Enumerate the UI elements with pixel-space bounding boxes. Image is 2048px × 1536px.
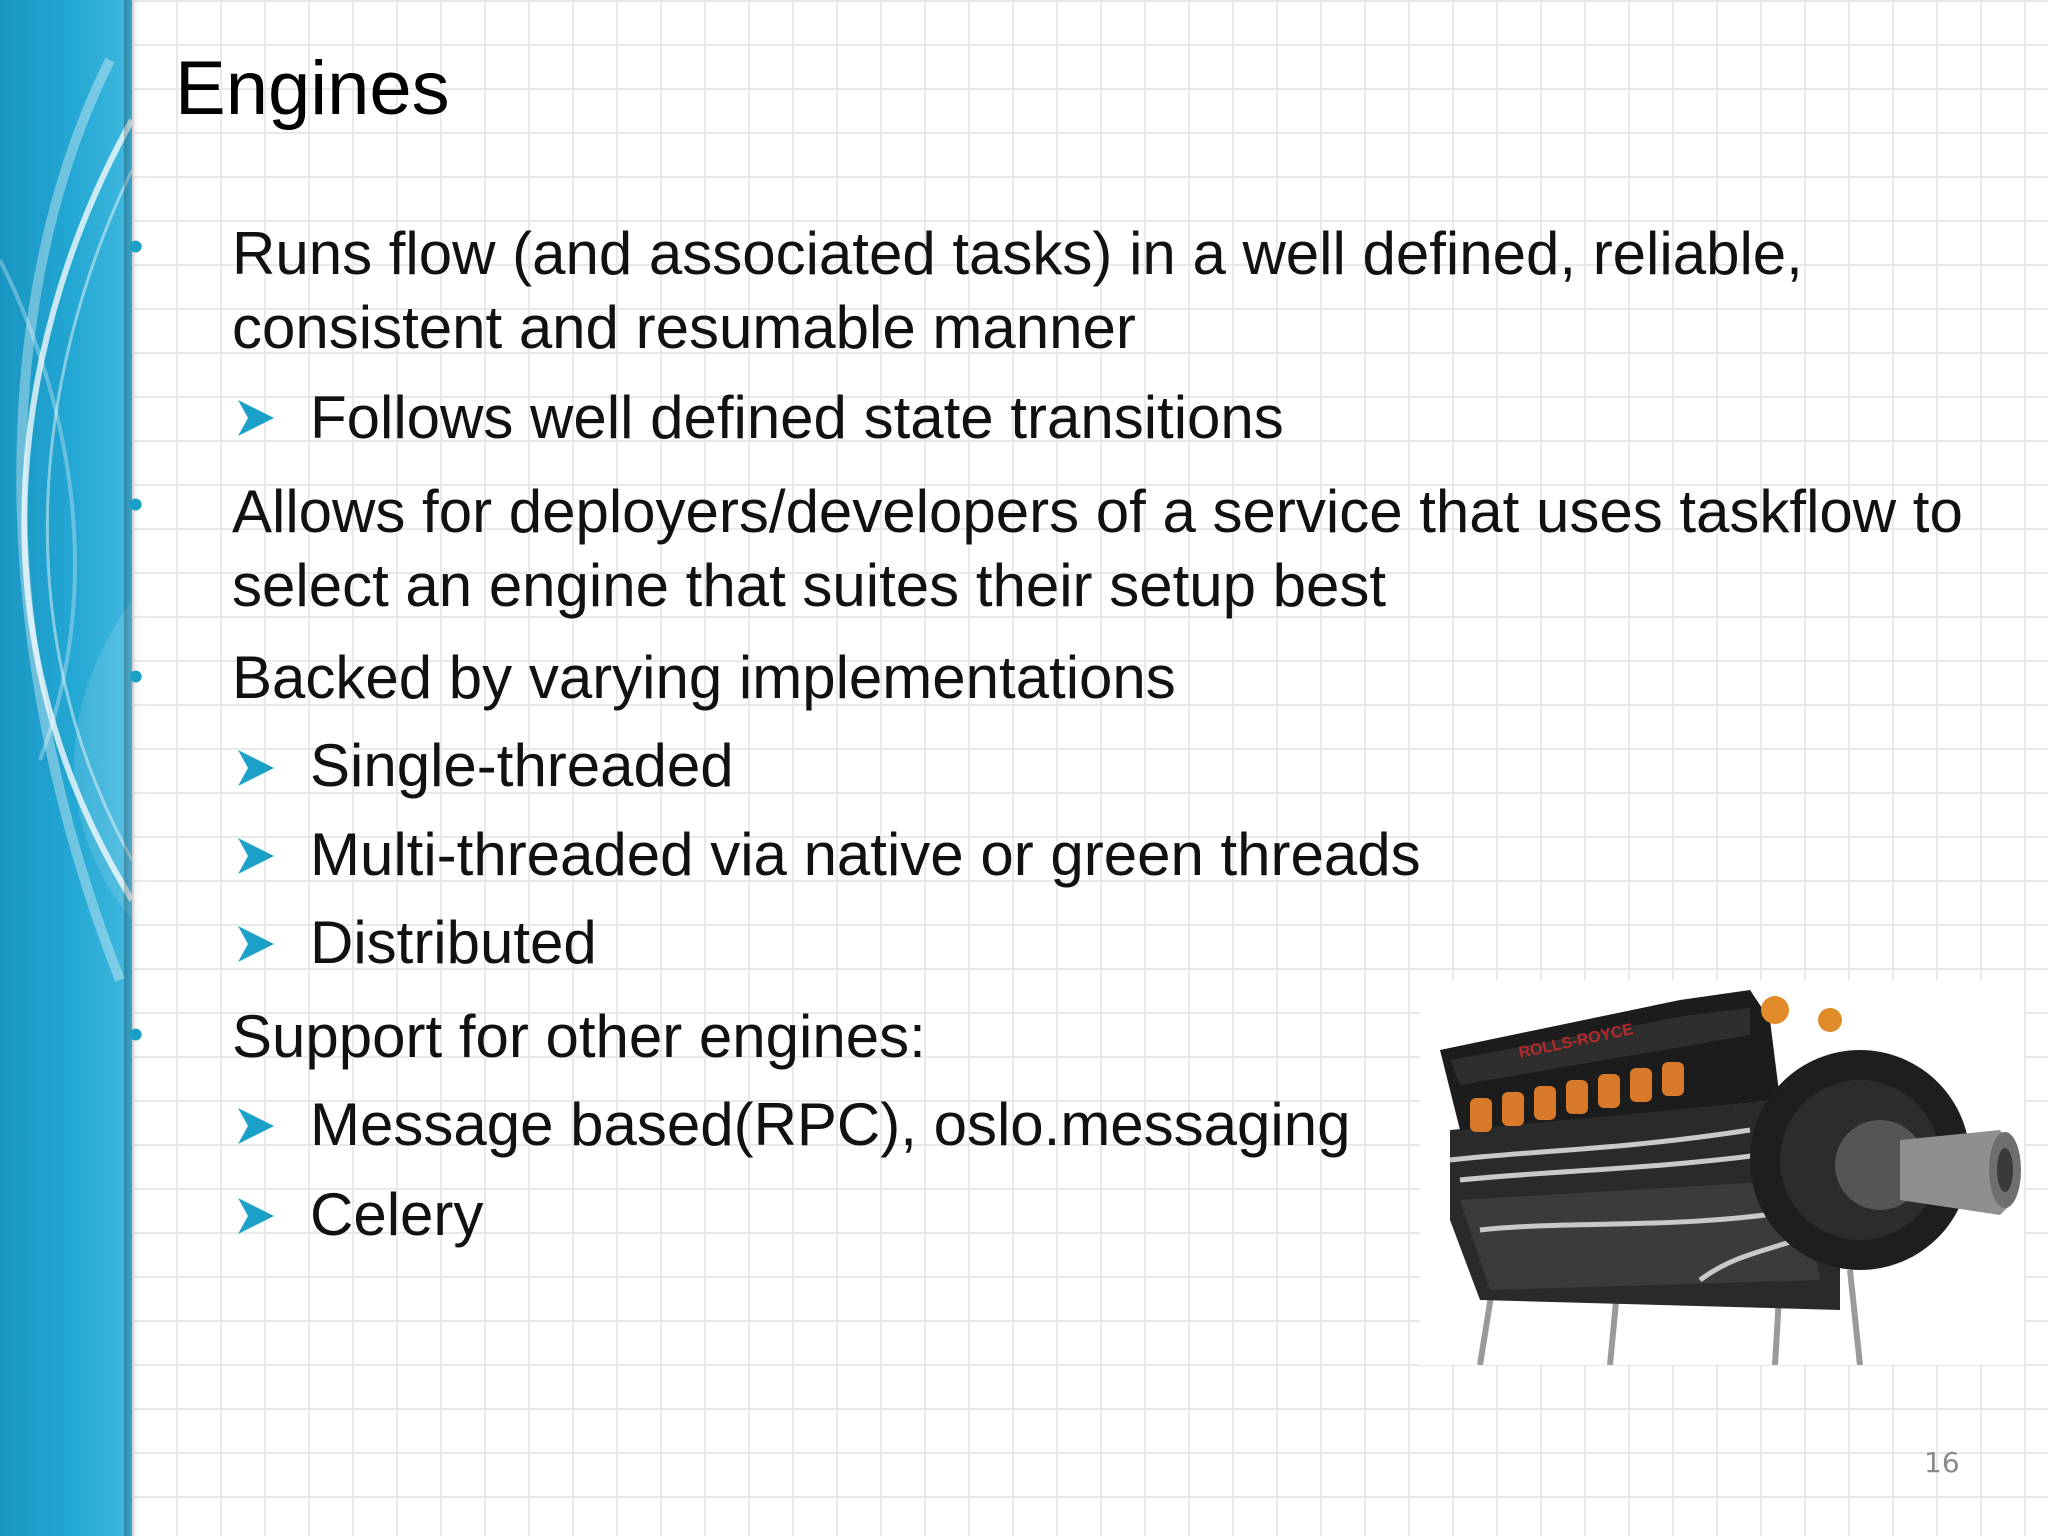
engine-illustration: ROLLS-ROYCE [1440,990,2021,1366]
bullet-text: Support for other engines: [232,1003,926,1070]
sub-bullet-text: Follows well defined state transitions [310,384,1284,451]
sidebar-swoosh-graphic [0,57,132,982]
bullet-dot: • [128,652,144,701]
sidebar-shadow [124,0,138,1536]
sub-bullet-text: Single-threaded [310,732,734,799]
engine-photo: ROLLS-ROYCE [1420,980,2024,1366]
bullet-text: Runs flow (and associated tasks) in a we… [232,217,2032,365]
bullet-dot: • [128,480,144,529]
slide-title: Engines [175,46,450,131]
bullet-text: Allows for deployers/developers of a ser… [232,475,2032,623]
arrow-bullet-icon [238,1198,274,1234]
bullet-text-line: consistent and resumable manner [232,294,1136,361]
bullet-text: Backed by varying implementations [232,644,1176,711]
bullet-dot: • [128,222,144,271]
arrow-bullet-icon [238,1108,274,1144]
arrow-bullet-icon [238,926,274,962]
page-number: 16 [1924,1446,1960,1479]
sub-bullet-text: Multi-threaded via native or green threa… [310,821,1421,888]
bullet-dot: • [128,1010,144,1059]
arrow-bullet-icon [238,400,274,436]
sub-bullet-text: Distributed [310,909,597,976]
arrow-bullet-icon [238,838,274,874]
arrow-bullet-icon [238,750,274,786]
bullet-text-line: Allows for deployers/developers of a ser… [232,478,1963,545]
sub-bullet-text: Celery [310,1181,484,1248]
bullet-text-line: Runs flow (and associated tasks) in a we… [232,220,1803,287]
decorative-sidebar [0,0,132,1536]
bullet-text-line: select an engine that suites their setup… [232,552,1387,619]
sub-bullet-text: Message based(RPC), oslo.messaging [310,1091,1351,1158]
